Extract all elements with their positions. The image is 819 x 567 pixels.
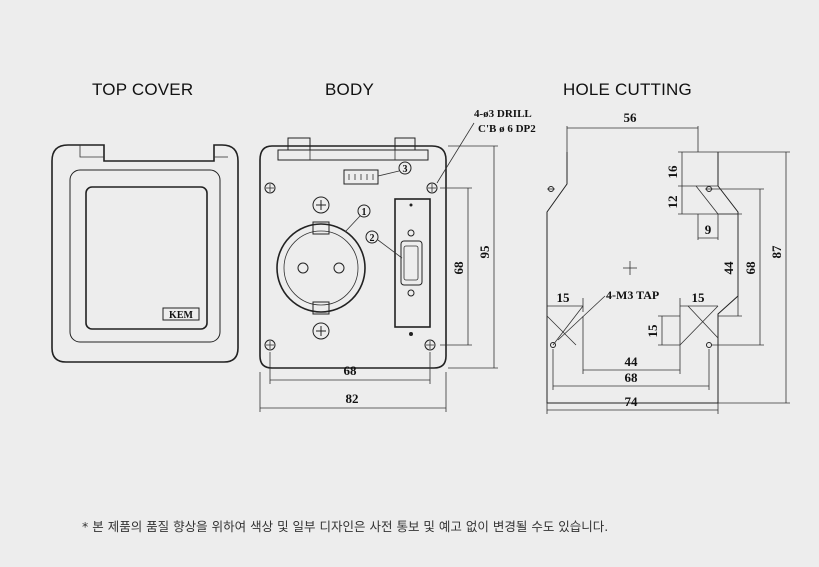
hole-dim-15-right: 15 (692, 290, 706, 305)
hole-dim-9: 9 (705, 222, 712, 237)
footnote: * 본 제품의 품질 향상을 위하여 색상 및 일부 디자인은 사전 통보 및 … (82, 519, 609, 534)
hole-dim-15-v: 15 (645, 324, 660, 338)
body-dim-82: 82 (346, 391, 359, 406)
dsub-connector (394, 198, 431, 336)
drill-note-line1: 4-ø3 DRILL (474, 108, 532, 120)
drill-leader-line (436, 122, 475, 184)
hole-dim-87: 87 (769, 245, 784, 259)
corner-screw-bottom-left (264, 339, 276, 351)
body-dim-68-v: 68 (451, 261, 466, 275)
callout-1: 1 (344, 204, 371, 233)
drill-note-line2: C'B ø 6 DP2 (478, 123, 536, 135)
tap-hole-bottom-right (706, 342, 712, 348)
tap-leader-line (557, 295, 606, 341)
socket-screw-bottom (312, 322, 330, 340)
top-cover-outline (51, 144, 239, 363)
top-cover-lid (85, 186, 208, 330)
top-cover-title: TOP COVER (92, 80, 194, 99)
corner-screw-top-right (426, 182, 438, 194)
callout-3: 3 (377, 161, 412, 177)
body-top-tab-right (394, 137, 416, 151)
body-title: BODY (325, 80, 374, 99)
svg-text:1: 1 (362, 207, 367, 218)
top-cover-hinge-notch-left (79, 145, 104, 158)
hole-dim-68-h: 68 (625, 370, 639, 385)
body-outline (259, 145, 447, 369)
hole-dim-12: 12 (665, 196, 680, 209)
hole-dim-56: 56 (624, 110, 638, 125)
hole-dim-44-h: 44 (625, 354, 639, 369)
small-connector (343, 169, 379, 185)
callout-2: 2 (365, 230, 403, 259)
hole-dim-44-v: 44 (721, 261, 736, 275)
top-cover-view: KEM (51, 144, 239, 363)
svg-text:3: 3 (403, 164, 408, 175)
hole-dim-74: 74 (625, 394, 639, 409)
hole-dim-15-left: 15 (557, 290, 571, 305)
body-top-tab-left (287, 137, 311, 151)
kem-logo-text: KEM (169, 310, 193, 321)
tap-hole-top-right (705, 186, 713, 192)
tap-note: 4-M3 TAP (606, 288, 659, 302)
hole-dim-16: 16 (665, 165, 680, 179)
kem-logo-box (162, 307, 200, 321)
hole-cutting-title: HOLE CUTTING (563, 80, 692, 99)
corner-screw-top-left (264, 182, 276, 194)
body-dim-95: 95 (477, 245, 492, 259)
tap-hole-bottom-left (550, 342, 556, 348)
corner-screw-bottom-right (424, 339, 436, 351)
body-view: 1 2 3 4-ø3 DRILL C'B ø 6 DP2 68 (259, 108, 536, 412)
body-dim-68-h: 68 (344, 363, 358, 378)
tap-hole-top-left (547, 186, 555, 192)
top-cover-inner-frame (69, 169, 221, 343)
hole-cutout-outline (546, 152, 739, 404)
center-mark (623, 261, 637, 275)
socket-screw-top (312, 196, 330, 214)
hole-cutting-view: 56 16 12 9 (546, 110, 790, 414)
hole-dim-68-v: 68 (743, 261, 758, 275)
power-socket (276, 221, 366, 315)
svg-text:2: 2 (370, 233, 375, 244)
body-hinge-bar (277, 149, 429, 161)
